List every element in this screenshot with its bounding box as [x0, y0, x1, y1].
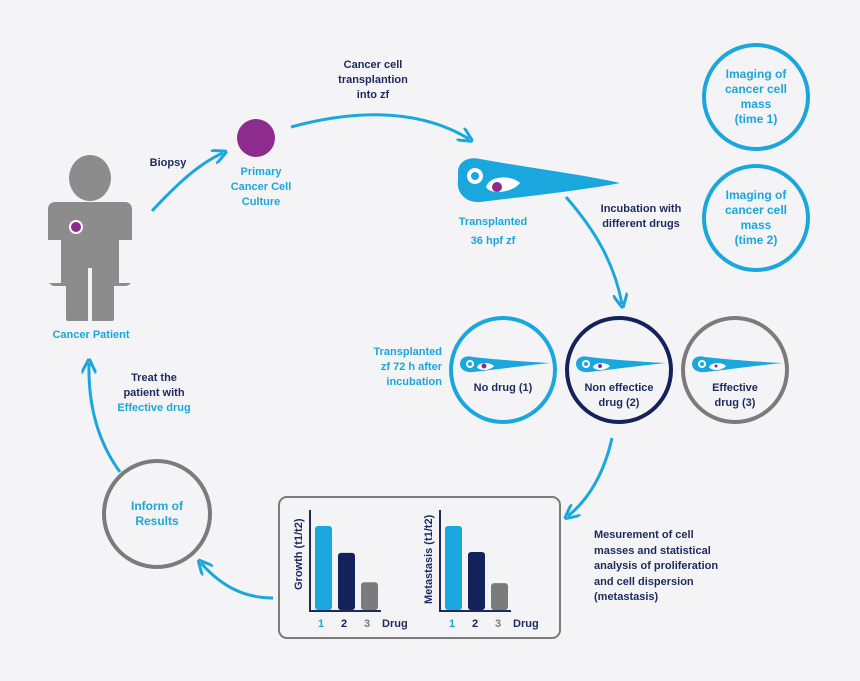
chart-metastasis-tick-1: 1 [449, 618, 455, 630]
transplantation-line-3: into zf [356, 89, 390, 101]
culture-line-2: Cancer Cell [230, 181, 292, 193]
chart-growth-tick-2: 2 [341, 618, 347, 630]
arrow-biopsy [150, 153, 223, 213]
patient-figure [48, 155, 132, 321]
measurement-line-3: analysis of proliferation [594, 560, 719, 572]
patient-label: Cancer Patient [52, 329, 130, 341]
chart-growth: Growth (t1/t2) 1 2 3 Drug [293, 510, 408, 630]
group-label-non-effective: Non effectice drug (2) [574, 381, 664, 411]
imaging-2-line-4: (time 2) [734, 233, 778, 247]
imaging-1-line-4: (time 1) [734, 112, 778, 126]
zebrafish-small-1 [460, 356, 550, 373]
inform-label: Inform of Results [112, 494, 202, 534]
chart-growth-tick-3: 3 [364, 618, 370, 630]
chart-growth-bar-2 [338, 552, 355, 610]
imaging-1-line-2: cancer cell [724, 82, 788, 96]
treat-label: Treat the patient with Effective drug [104, 371, 204, 416]
chart-growth-bar-3 [361, 582, 378, 610]
chart-metastasis-bar-1 [445, 526, 462, 610]
treat-line-3: Effective drug [117, 402, 191, 414]
imaging-1-line-3: mass [740, 97, 772, 111]
zebrafish-small-3 [692, 356, 782, 373]
zebrafish-small-2 [576, 356, 666, 373]
group-circle-non-effective [565, 316, 673, 424]
transplantation-line-1: Cancer cell [343, 59, 403, 71]
group-3-line-2: drug (3) [714, 397, 756, 409]
measurement-line-5: (metastasis) [594, 591, 659, 603]
inform-line-1: Inform of [131, 499, 183, 513]
measurement-line-2: masses and statistical [594, 544, 711, 557]
chart-metastasis-xlabel: Drug [513, 618, 539, 630]
imaging-label-1: Imaging of cancer cell mass (time 1) [710, 58, 802, 136]
group-2-line-2: drug (2) [598, 397, 640, 409]
imaging-2-line-1: Imaging of [725, 188, 787, 202]
culture-label: Primary Cancer Cell Culture [211, 165, 311, 210]
chart-metastasis-ylabel: Metastasis (t1/t2) [423, 514, 435, 604]
group-2-line-1: Non effectice [584, 382, 654, 394]
measurement-line-4: and cell dispersion [594, 575, 694, 588]
transplanted-zf-line-1: Transplanted [458, 216, 528, 228]
inform-line-2: Results [135, 514, 179, 528]
biopsy-label: Biopsy [149, 157, 187, 169]
after-incubation-label: Transplanted zf 72 h after incubation [352, 345, 442, 390]
culture-line-1: Primary [240, 166, 282, 178]
imaging-circle-1 [702, 43, 810, 151]
transplanted-zf-line-2: 36 hpf zf [470, 235, 516, 247]
group-circle-effective [681, 316, 789, 424]
inform-circle [102, 459, 212, 569]
after-incubation-line-2: zf 72 h after [380, 361, 442, 373]
transplantation-label: Cancer cell transplantion into zf [318, 58, 428, 103]
chart-growth-tick-1: 1 [318, 618, 324, 630]
imaging-1-line-1: Imaging of [725, 67, 787, 81]
culture-line-3: Culture [241, 196, 281, 208]
imaging-2-line-2: cancer cell [724, 203, 788, 217]
chart-growth-xlabel: Drug [382, 618, 408, 630]
group-label-effective: Effective drug (3) [690, 381, 780, 411]
charts-box [278, 496, 561, 639]
tumor-marker [69, 220, 83, 234]
transplanted-zf-label: Transplanted 36 hpf zf [438, 213, 548, 251]
chart-growth-ylabel: Growth (t1/t2) [293, 518, 305, 590]
incubation-line-1: Incubation with [600, 203, 682, 215]
arrow-incubation [564, 196, 622, 304]
imaging-circle-2 [702, 164, 810, 272]
treat-line-1: Treat the [131, 372, 177, 384]
chart-metastasis-bar-2 [468, 552, 485, 610]
imaging-2-line-3: mass [740, 218, 772, 232]
arrow-measurement [568, 437, 614, 516]
group-circle-no-drug [449, 316, 557, 424]
transplantation-line-2: transplantion [338, 74, 408, 86]
measurement-line-1: Mesurement of cell [594, 529, 694, 541]
after-incubation-line-1: Transplanted [373, 346, 442, 358]
culture-cell [237, 119, 275, 157]
group-3-line-1: Effective [712, 382, 758, 394]
zebrafish-large [457, 158, 620, 203]
group-label-no-drug: No drug (1) [473, 382, 533, 394]
arrow-inform [201, 563, 274, 600]
imaging-label-2: Imaging of cancer cell mass (time 2) [710, 179, 802, 257]
chart-metastasis: Metastasis (t1/t2) 1 2 3 Drug [423, 510, 539, 630]
arrow-transplant [290, 113, 469, 139]
measurement-label: Mesurement of cell masses and statistica… [594, 528, 744, 606]
chart-metastasis-bar-3 [491, 583, 508, 610]
incubation-line-2: different drugs [602, 218, 680, 230]
chart-metastasis-tick-3: 3 [495, 618, 501, 630]
chart-metastasis-tick-2: 2 [472, 618, 478, 630]
chart-growth-bar-1 [315, 526, 332, 610]
after-incubation-line-3: incubation [386, 376, 442, 388]
treat-line-2: patient with [123, 387, 185, 399]
arrow-treat [89, 363, 122, 473]
incubation-label: Incubation with different drugs [583, 202, 699, 232]
